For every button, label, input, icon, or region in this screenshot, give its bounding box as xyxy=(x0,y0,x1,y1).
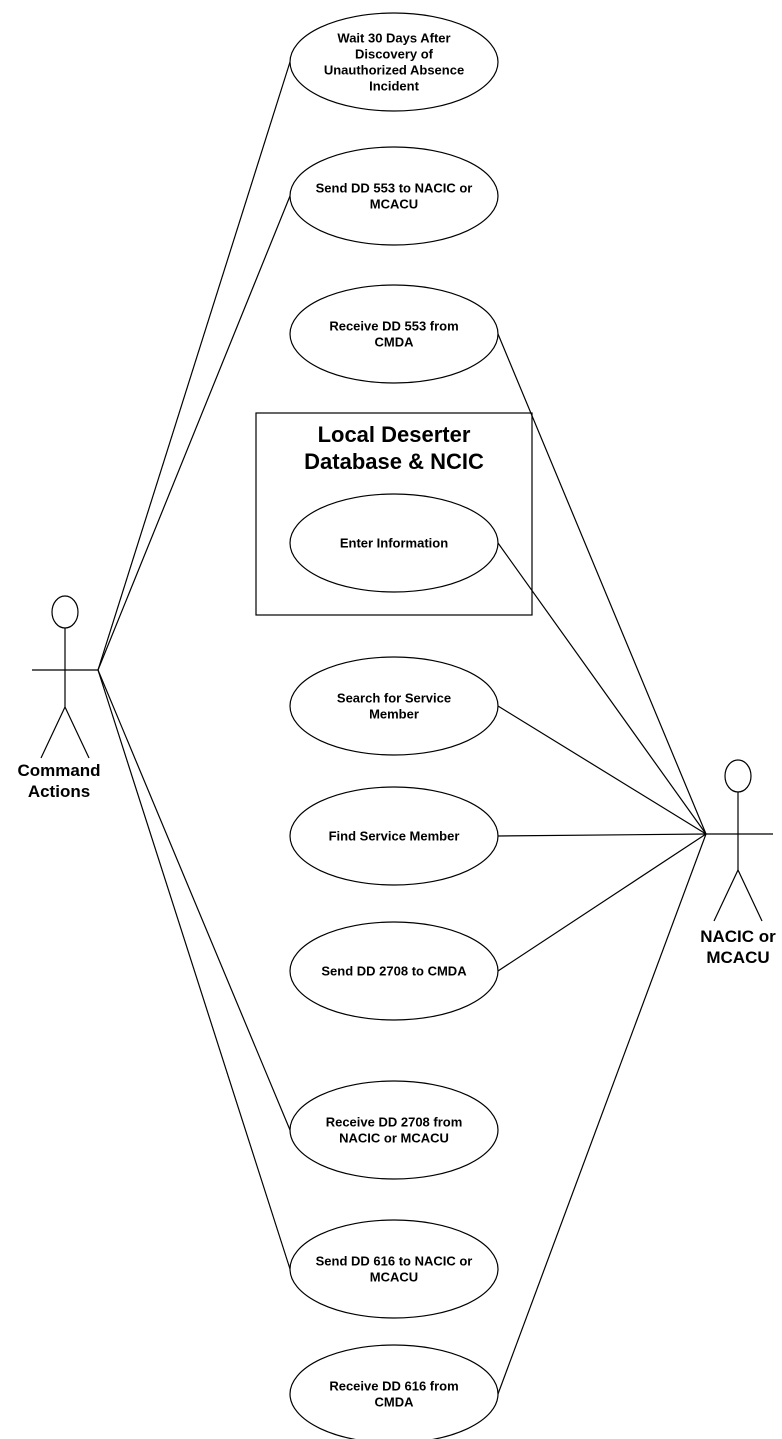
actor-label-line: Actions xyxy=(28,782,90,801)
use-case-uc7: Send DD 2708 to CMDA xyxy=(289,921,499,1021)
actor-label-line: Command xyxy=(17,761,100,780)
use-case-ellipse xyxy=(289,1344,499,1439)
association-line-uc6-nacic xyxy=(497,833,707,837)
use-case-uc4: Enter Information xyxy=(289,493,499,593)
actor-right-leg xyxy=(64,706,90,759)
actor-left-leg xyxy=(713,869,739,922)
use-case-ellipse xyxy=(289,786,499,886)
association-line-uc10-nacic xyxy=(497,833,707,1395)
use-case-label-line: Send DD 616 to NACIC or xyxy=(316,1254,473,1269)
association-line-uc3-nacic xyxy=(497,333,707,835)
use-case-label-line: CMDA xyxy=(375,335,415,350)
association-line-uc2-command xyxy=(97,195,291,671)
actor-left-leg xyxy=(40,706,66,759)
association-line-uc7-nacic xyxy=(497,833,707,972)
association-line-uc1-command xyxy=(97,61,291,671)
association-lines xyxy=(97,61,707,1395)
use-case-ellipse xyxy=(289,12,499,112)
use-case-label-line: Send DD 2708 to CMDA xyxy=(321,964,467,979)
use-case-label-line: Unauthorized Absence xyxy=(324,63,464,78)
use-case-ellipse xyxy=(289,1080,499,1180)
use-case-label-line: Member xyxy=(369,707,419,722)
use-case-label-line: Send DD 553 to NACIC or xyxy=(316,181,473,196)
use-case-ellipse xyxy=(289,493,499,593)
use-case-label: Find Service Member xyxy=(329,829,460,844)
actor-label-line: MCACU xyxy=(706,948,769,967)
actor-head-icon xyxy=(724,759,752,793)
use-case-label-line: Receive DD 2708 from xyxy=(326,1115,463,1130)
use-case-ellipse xyxy=(289,921,499,1021)
use-case-label-line: Wait 30 Days After xyxy=(337,31,450,46)
use-case-uc6: Find Service Member xyxy=(289,786,499,886)
use-case-label-line: CMDA xyxy=(375,1395,415,1410)
use-case-label-line: MCACU xyxy=(370,1270,418,1285)
use-case-label-line: MCACU xyxy=(370,197,418,212)
actor-nacic: NACIC or MCACU xyxy=(700,759,776,967)
use-case-ellipse xyxy=(289,656,499,756)
use-case-label: Enter Information xyxy=(340,536,448,551)
use-case-label-line: Search for Service xyxy=(337,691,451,706)
boundary-title-line: Local Deserter xyxy=(318,422,471,447)
use-case-label-line: Find Service Member xyxy=(329,829,460,844)
use-case-label-line: Receive DD 553 from xyxy=(329,319,458,334)
actor-right-leg xyxy=(737,869,763,922)
use-case-label-line: Enter Information xyxy=(340,536,448,551)
boundary-box xyxy=(255,412,533,616)
association-line-uc5-nacic xyxy=(497,705,707,835)
association-line-uc4-nacic xyxy=(497,542,707,835)
use-case-label: Send DD 2708 to CMDA xyxy=(321,964,467,979)
association-line-uc9-command xyxy=(97,669,291,1270)
use-case-label-line: NACIC or MCACU xyxy=(339,1131,449,1146)
use-case-ellipse xyxy=(289,146,499,246)
actor-label-line: NACIC or xyxy=(700,927,776,946)
use-case-label-line: Incident xyxy=(369,79,420,94)
use-case-ellipse xyxy=(289,1219,499,1319)
actor-label: NACIC or MCACU xyxy=(700,927,776,967)
use-case-label-line: Discovery of xyxy=(355,47,434,62)
association-line-uc8-command xyxy=(97,669,291,1131)
use-case-ellipse xyxy=(289,284,499,384)
use-case-label-line: Receive DD 616 from xyxy=(329,1379,458,1394)
actor-head-icon xyxy=(51,595,79,629)
boundary-title-line: Database & NCIC xyxy=(304,449,484,474)
